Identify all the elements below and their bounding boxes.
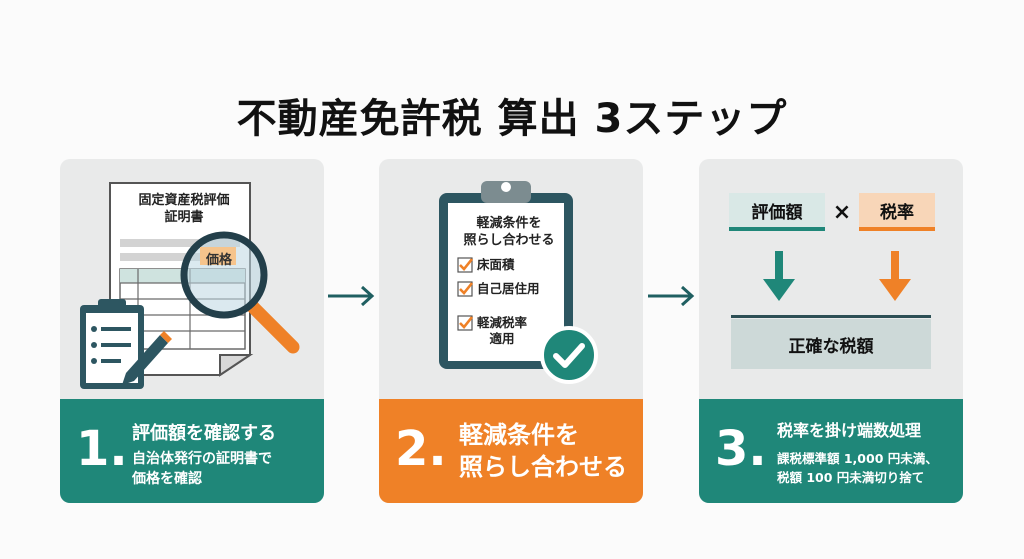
- right-arrow-icon: [328, 285, 375, 307]
- checkmark-badge-icon: [540, 326, 598, 384]
- checklist-item-3: 軽減税率 適用: [457, 315, 527, 347]
- formula-rate-box: 税率: [859, 193, 935, 231]
- step-desc-3-line2: 税額 100 円未満切り捨て: [777, 470, 925, 485]
- clipboard-pen-icon: [80, 299, 172, 389]
- step-number-3: 3.: [715, 421, 767, 477]
- checklist-item-3-label-line1: 軽減税率: [477, 315, 528, 330]
- checklist-item-2: 自己居住用: [457, 281, 540, 297]
- step-title-2: 軽減条件を 照らし合わせる: [459, 419, 627, 483]
- down-arrow-icon: [763, 251, 795, 301]
- right-arrow-icon: [648, 285, 695, 307]
- checklist-item-1-label: 床面積: [477, 257, 515, 272]
- clipboard-title-line1: 軽減条件を: [476, 216, 542, 231]
- step-desc-1-line1: 自治体発行の証明書で: [132, 451, 272, 467]
- step-band-1: 1. 評価額を確認する 自治体発行の証明書で 価格を確認: [60, 399, 324, 503]
- clipboard-title-line2: 照らし合わせる: [463, 233, 555, 248]
- checklist-item-2-label: 自己居住用: [477, 281, 540, 296]
- clipboard-title: 軽減条件を 照らし合わせる: [451, 215, 567, 249]
- document-title: 固定資産税評価 証明書: [124, 192, 244, 226]
- step-card-1: 固定資産税評価 証明書 価格 1. 評価額を確認する 自治体発行の証明書で 価格…: [60, 159, 324, 503]
- document-title-line1: 固定資産税評価: [138, 193, 230, 208]
- formula-operator: ×: [832, 199, 852, 225]
- checkbox-checked-icon: [457, 315, 473, 331]
- checkbox-checked-icon: [457, 281, 473, 297]
- step-title-2-line2: 照らし合わせる: [459, 453, 627, 481]
- result-box: 正確な税額: [731, 319, 931, 369]
- step-card-2: 軽減条件を 照らし合わせる 床面積 自己居住用 軽減税率 適用 2. 軽減条件を…: [379, 159, 643, 503]
- magnifier-icon: [180, 231, 300, 354]
- result-divider: [731, 315, 931, 318]
- step-title-3: 税率を掛け端数処理: [777, 421, 922, 440]
- step-desc-3: 課税標準額 1,000 円未満、 税額 100 円未満切り捨て: [777, 449, 938, 487]
- formula-valuation-box: 評価額: [729, 193, 825, 231]
- step-number-2: 2.: [395, 421, 447, 477]
- step-desc-1: 自治体発行の証明書で 価格を確認: [132, 449, 272, 489]
- step-desc-1-line2: 価格を確認: [132, 471, 202, 487]
- checklist-item-1: 床面積: [457, 257, 515, 273]
- checkbox-checked-icon: [457, 257, 473, 273]
- page-title: 不動産免許税 算出 3ステップ: [236, 96, 788, 142]
- step-title-1: 評価額を確認する: [132, 423, 276, 444]
- checklist-item-3-label-line2: 適用: [489, 331, 515, 346]
- step-title-2-line1: 軽減条件を: [459, 421, 579, 449]
- document-title-line2: 証明書: [164, 210, 204, 225]
- step-band-2: 2. 軽減条件を 照らし合わせる: [379, 399, 643, 503]
- step-desc-3-line1: 課税標準額 1,000 円未満、: [777, 451, 938, 466]
- step-band-3: 3. 税率を掛け端数処理 課税標準額 1,000 円未満、 税額 100 円未満…: [699, 399, 963, 503]
- down-arrow-icon: [879, 251, 911, 301]
- price-tag: 価格: [206, 253, 233, 268]
- step-number-1: 1.: [76, 421, 128, 477]
- step-card-3: 評価額 × 税率 正確な税額 3. 税率を掛け端数処理 課税標準額 1,000 …: [699, 159, 963, 503]
